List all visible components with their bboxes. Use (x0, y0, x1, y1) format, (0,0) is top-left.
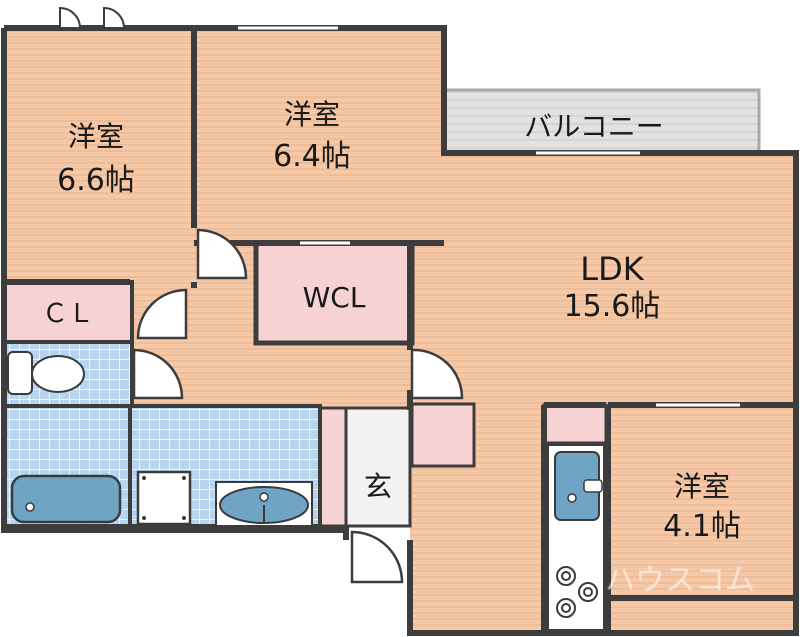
wcl-name: WCL (303, 281, 366, 314)
bedroom2-name: 洋室 (284, 98, 340, 131)
bedroom3-floor (608, 405, 796, 595)
bedroom2-floor (194, 28, 444, 243)
bedroom2-size: 6.4帖 (273, 139, 351, 174)
bedroom3-size: 4.1帖 (663, 509, 741, 544)
washbasin (215, 481, 313, 527)
washing-machine (136, 470, 192, 526)
balcony-name: バルコニー (524, 110, 663, 143)
entrance-name: 玄 (364, 470, 392, 503)
stove (556, 566, 598, 618)
entrance-floor (344, 406, 412, 528)
fridge-space (542, 403, 608, 445)
bedroom3-name: 洋室 (674, 470, 730, 503)
watermark: ハウスコム (605, 563, 755, 598)
ldk-size: 15.6帖 (564, 289, 661, 324)
window-frames (238, 25, 740, 408)
small-storage (318, 406, 348, 528)
wcl-floor (253, 240, 415, 346)
cl-name: ＣＬ (42, 299, 94, 329)
bathtub (10, 474, 122, 524)
toilet (7, 351, 85, 395)
kitchen-sink (554, 451, 603, 521)
bedroom1-name: 洋室 (68, 120, 124, 153)
ldk-name: LDK (580, 250, 644, 288)
shoe-cabinet (410, 402, 476, 468)
bedroom1-size: 6.6帖 (57, 163, 135, 198)
room-labels: 洋室 6.6帖 洋室 6.4帖 LDK 15.6帖 洋室 4.1帖 WCL ＣＬ… (42, 98, 741, 544)
balcony (447, 88, 761, 153)
windows (238, 26, 740, 407)
door-swings (59, 6, 464, 584)
bedroom1-floor (4, 28, 194, 282)
